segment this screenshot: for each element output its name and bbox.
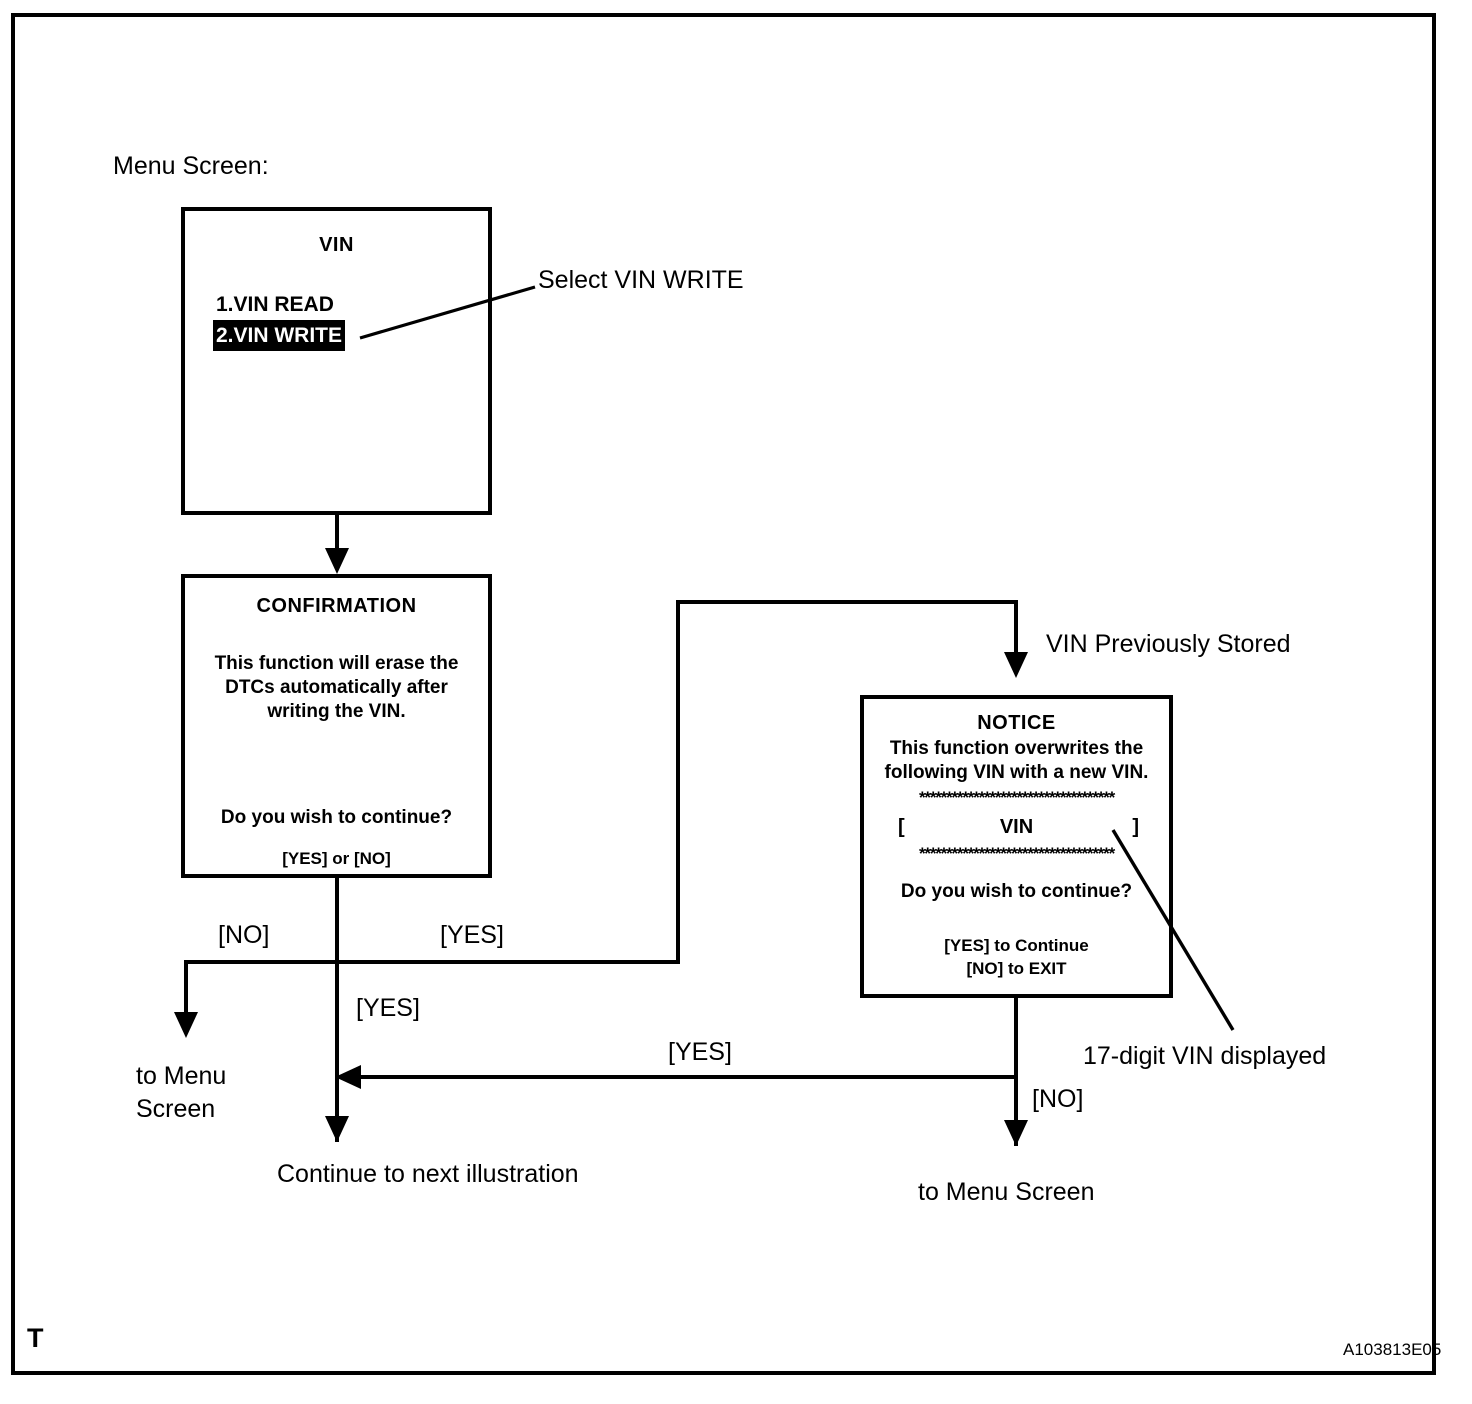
notice-body-line-2: following VIN with a new VIN.	[884, 762, 1149, 783]
vin-menu-list: 1.VIN READ 2.VIN WRITE	[213, 289, 346, 351]
terminal-continue-next-illustration: Continue to next illustration	[277, 1160, 579, 1188]
menu-screen-caption: Menu Screen:	[113, 152, 269, 180]
notice-vin-bracket-right: ]	[1132, 816, 1139, 838]
notice-option-yes: [YES] to Continue	[944, 936, 1089, 955]
label-notice-no: [NO]	[1032, 1085, 1084, 1113]
notice-separator-bottom: ************************************	[919, 847, 1115, 861]
vin-17-digit-annotation: 17-digit VIN displayed	[1083, 1042, 1327, 1070]
connector-vin-to-confirmation	[335, 515, 339, 553]
confirmation-question: Do you wish to continue?	[220, 807, 453, 828]
notice-title: NOTICE	[977, 712, 1056, 734]
label-confirmation-yes-right: [YES]	[440, 921, 504, 949]
terminal-to-menu-screen-left-line1: to Menu	[136, 1062, 227, 1090]
confirmation-body-line-1: This function will erase the	[214, 653, 459, 674]
label-confirmation-yes-down: [YES]	[356, 994, 420, 1022]
arrowhead-notice-yes	[335, 1065, 361, 1089]
vin-previously-stored-annotation: VIN Previously Stored	[1046, 630, 1291, 658]
figure-border	[11, 13, 1436, 1375]
notice-vin-bracket-left: [	[898, 816, 905, 838]
figure-code: A103813E05	[1343, 1340, 1442, 1359]
select-vin-write-leader	[359, 285, 536, 340]
notice-screen: NOTICE This function overwrites the foll…	[860, 695, 1173, 998]
connector-notice-stem	[1014, 998, 1018, 1146]
menu-item-vin-read[interactable]: 1.VIN READ	[216, 293, 334, 316]
vin-17-digit-leader	[1111, 829, 1235, 1031]
notice-option-no: [NO] to EXIT	[966, 959, 1067, 978]
connector-yes-down-to-notice	[1014, 600, 1018, 658]
connector-confirmation-yes-across	[676, 600, 1018, 604]
notice-body-line-1: This function overwrites the	[889, 738, 1144, 759]
connector-confirmation-yes-up	[676, 602, 680, 962]
arrowhead-vin-to-confirmation	[325, 548, 349, 574]
connector-notice-yes	[352, 1075, 1016, 1079]
select-vin-write-annotation: Select VIN WRITE	[538, 266, 744, 294]
vin-menu-screen: VIN 1.VIN READ 2.VIN WRITE	[181, 207, 492, 515]
notice-separator-top: ************************************	[919, 791, 1115, 805]
vin-screen-title: VIN	[319, 234, 354, 256]
connector-confirmation-stem	[335, 878, 339, 1142]
corner-mark-t: T	[27, 1323, 44, 1353]
terminal-to-menu-screen-right: to Menu Screen	[918, 1178, 1095, 1206]
arrowhead-notice-no	[1004, 1120, 1028, 1146]
label-notice-yes: [YES]	[668, 1038, 732, 1066]
connector-confirmation-no	[184, 960, 188, 1020]
terminal-to-menu-screen-left-line2: Screen	[136, 1095, 216, 1123]
connector-confirmation-branch	[184, 960, 680, 964]
confirmation-body-line-2: DTCs automatically after	[225, 677, 448, 698]
notice-vin-placeholder: VIN	[999, 816, 1034, 838]
confirmation-title: CONFIRMATION	[256, 595, 417, 617]
label-confirmation-no: [NO]	[218, 921, 270, 949]
arrowhead-yes-to-notice	[1004, 652, 1028, 678]
menu-item-vin-write[interactable]: 2.VIN WRITE	[213, 320, 346, 351]
notice-question: Do you wish to continue?	[900, 881, 1133, 902]
confirmation-screen: CONFIRMATION This function will erase th…	[181, 574, 492, 878]
arrowhead-confirmation-no	[174, 1012, 198, 1038]
confirmation-body-line-3: writing the VIN.	[267, 701, 406, 722]
confirmation-options: [YES] or [NO]	[282, 849, 391, 868]
arrowhead-continue-next	[325, 1116, 349, 1142]
